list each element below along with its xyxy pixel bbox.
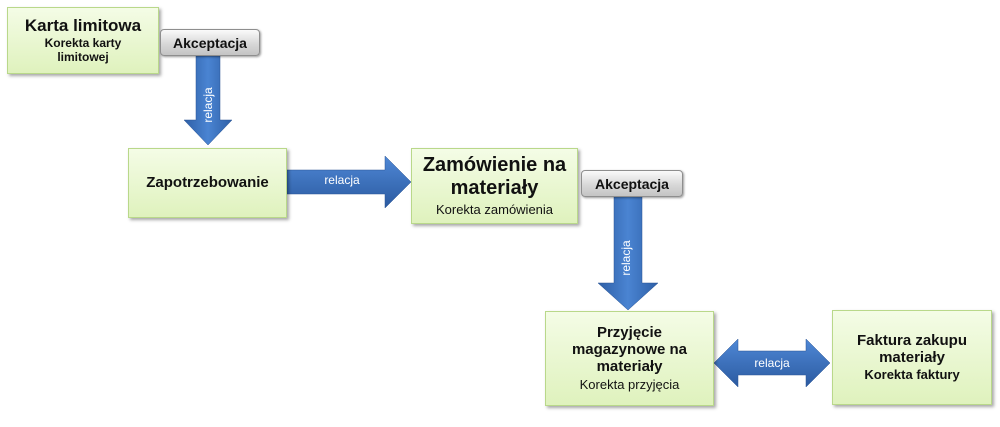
node-faktura-title: Faktura zakupu materiały [856,331,968,367]
arrow-przyjecie-faktura [713,338,831,388]
arrow-karta-to-zapotrzebowanie [183,55,233,146]
node-faktura-sub: Korekta faktury [864,367,960,383]
node-karta-title: Karta limitowa [24,15,142,35]
node-zamowienie: Zamówienie na materiały Korekta zamówien… [411,148,578,224]
node-zapotrzebowanie: Zapotrzebowanie [128,148,287,218]
node-przyjecie-sub: Korekta przyjęcia [579,377,680,393]
node-faktura: Faktura zakupu materiały Korekta faktury [832,310,992,405]
relation-label-4: relacja [754,356,790,370]
acceptance-badge-1: Akceptacja [160,29,260,56]
relation-label-3: relacja [619,240,633,276]
relation-label-1: relacja [201,87,215,123]
node-przyjecie: Przyjęcie magazynowe na materiały Korekt… [545,311,714,406]
arrow-zapotrzebowanie-to-zamowienie [286,155,412,209]
arrow-zamowienie-to-przyjecie [597,195,659,311]
node-karta-sub: Korekta karty limitowej [44,36,122,65]
node-przyjecie-title: Przyjęcie magazynowe na materiały [571,323,688,376]
acceptance-badge-2: Akceptacja [581,170,683,197]
node-zamowienie-title: Zamówienie na materiały [422,154,567,200]
node-zamowienie-sub: Korekta zamówienia [435,202,554,218]
node-karta-limitowa: Karta limitowa Korekta karty limitowej [7,7,159,74]
relation-label-2: relacja [324,173,360,187]
node-zapotrzebowanie-title: Zapotrzebowanie [146,174,269,192]
